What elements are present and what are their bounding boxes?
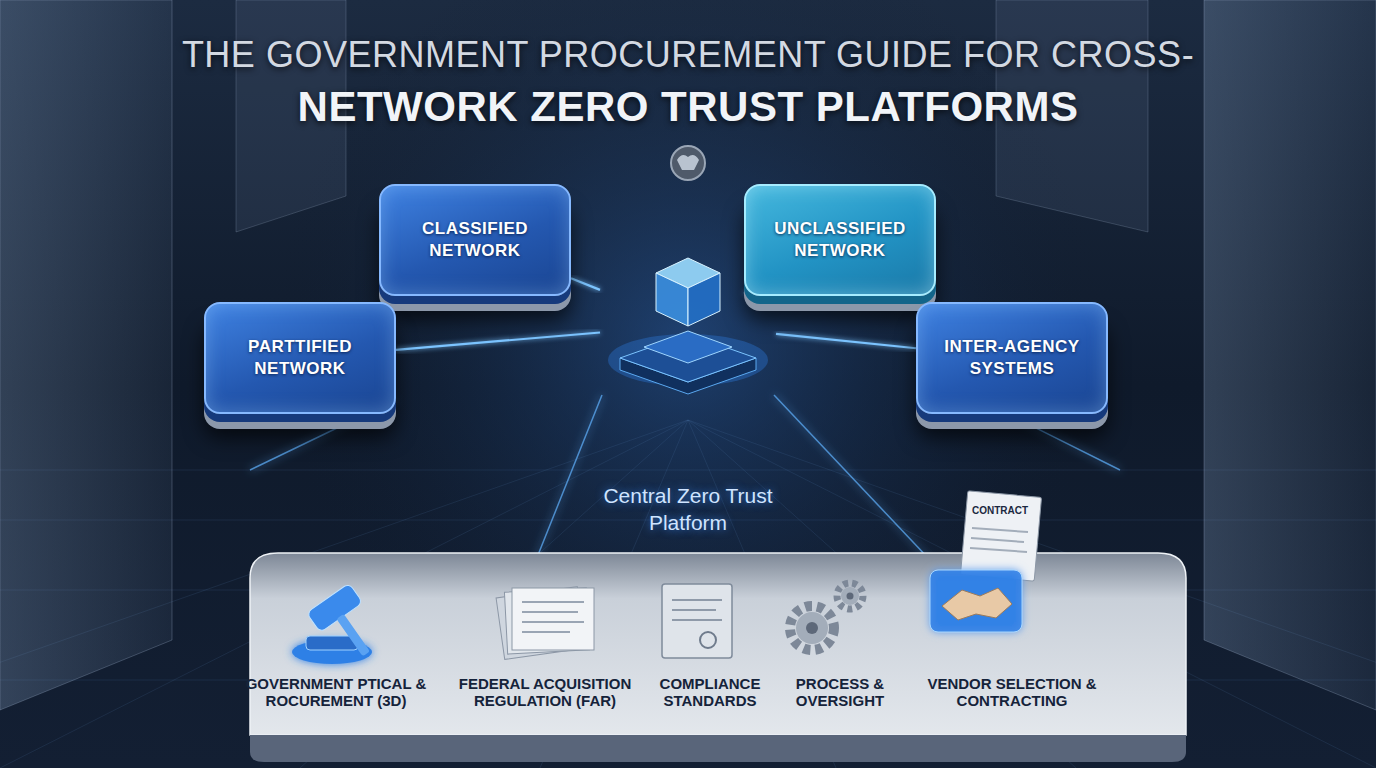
document-label: CONTRACT [972, 505, 1034, 517]
node-text: INTER-AGENCY SYSTEMS [932, 336, 1092, 380]
tray-label: FEDERAL ACQUISITION REGULATION (FAR) [455, 675, 635, 710]
tray-label: GOVERNMENT PTICAL & ROCUREMENT (3D) [231, 675, 441, 710]
contract-handshake-icon [930, 491, 1042, 632]
network-box: PARTTIFIED NETWORK [204, 302, 396, 414]
glass-panel [0, 0, 172, 710]
node-text: UNCLASSIFIED NETWORK [760, 218, 920, 262]
node-text: PARTTIFIED NETWORK [220, 336, 380, 380]
connector [571, 278, 600, 290]
floor-grid [0, 420, 1376, 768]
compliance-document [662, 584, 732, 658]
government-seal [671, 146, 705, 180]
connector [396, 332, 600, 349]
tray-label: PROCESS & OVERSIGHT [780, 675, 900, 710]
regulation-documents [496, 587, 594, 660]
diagram-title: THE GOVERNMENT PROCUREMENT GUIDE FOR CRO… [148, 26, 1228, 134]
node-text: CLASSIFIED NETWORK [395, 218, 555, 262]
gear-icon [790, 583, 863, 650]
tray-label: COMPLIANCE STANDARDS [645, 675, 775, 710]
network-box: UNCLASSIFIED NETWORK [744, 184, 936, 296]
glass-panel [1204, 0, 1376, 710]
procurement-tray [250, 553, 1186, 762]
platform-node: Central Zero Trust Platform [600, 250, 776, 400]
gavel-icon [292, 583, 388, 669]
network-box: INTER-AGENCY SYSTEMS [916, 302, 1108, 414]
zero-trust-cube [600, 250, 776, 400]
node-text: Central Zero Trust Platform [573, 482, 803, 537]
connector [776, 334, 916, 348]
tray-label: VENDOR SELECTION & CONTRACTING [917, 675, 1107, 710]
network-box: CLASSIFIED NETWORK [379, 184, 571, 296]
